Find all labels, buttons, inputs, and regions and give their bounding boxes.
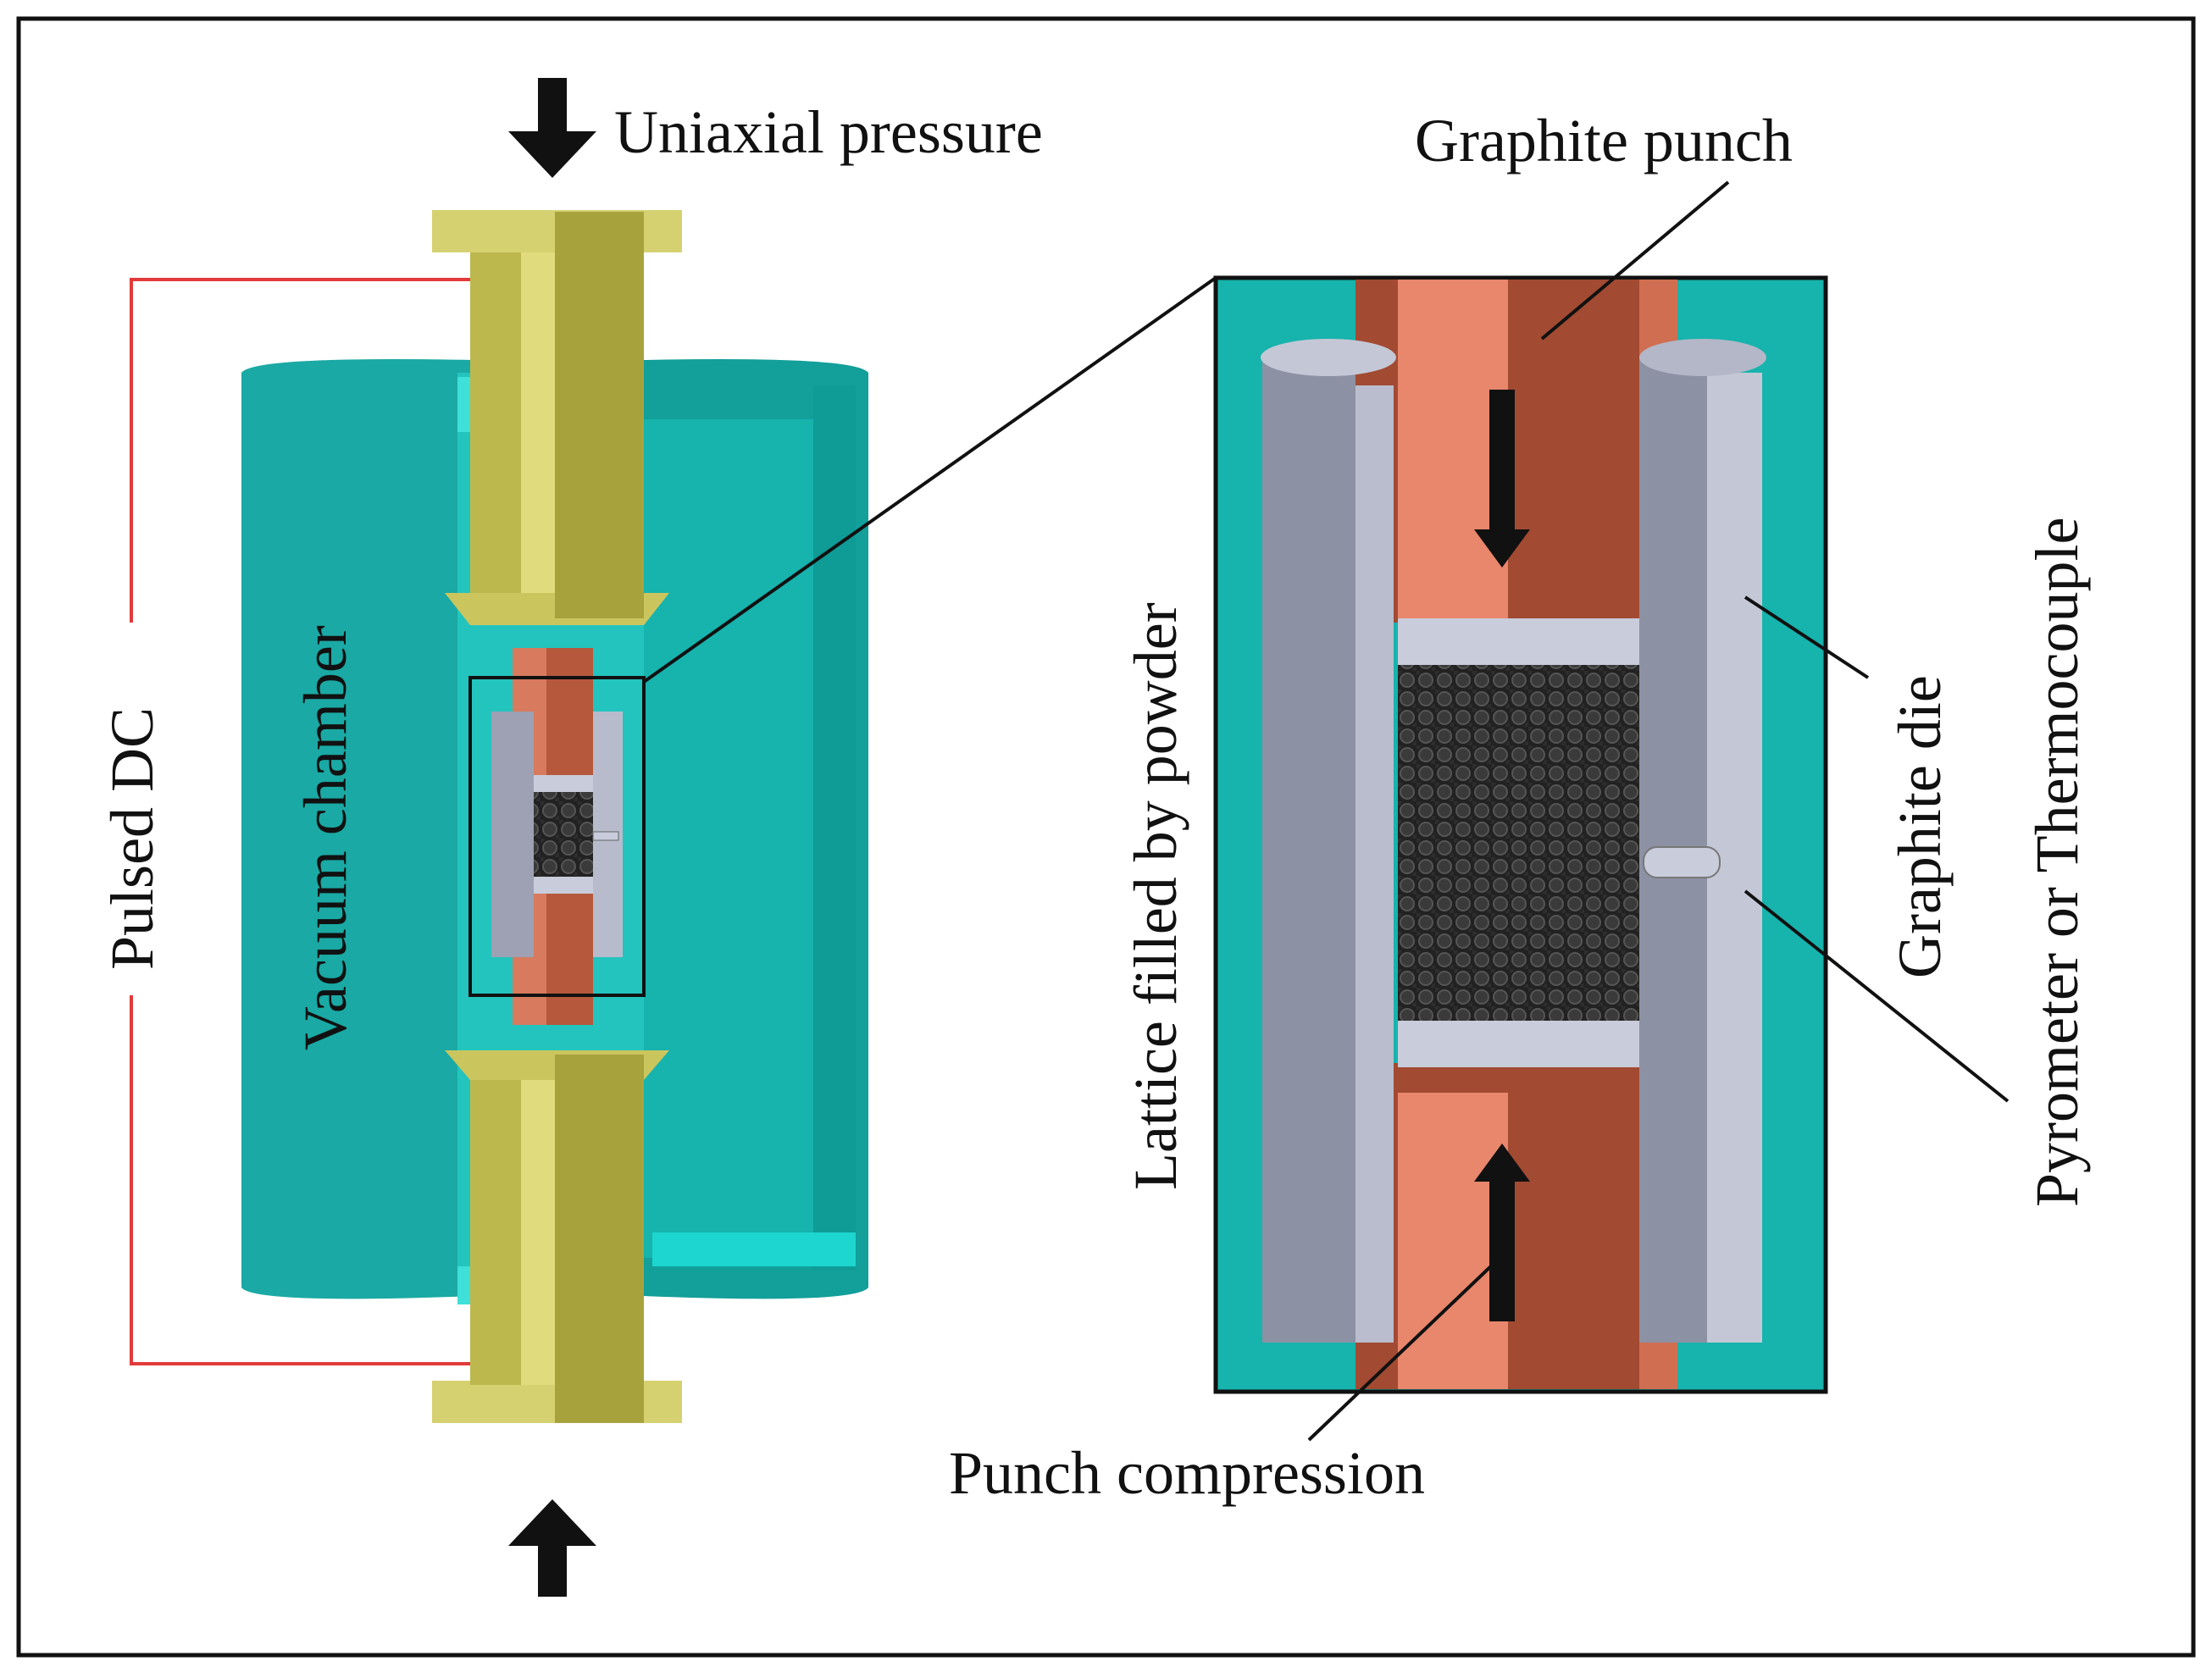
top-electrode	[432, 210, 682, 625]
graphite-punch-leader	[1540, 180, 1730, 341]
zoom-leader-line	[642, 276, 1217, 684]
small-die-assembly	[491, 648, 623, 1025]
zoomed-cross-section	[1213, 275, 1828, 1394]
graphite-die-label: Graphite die	[1886, 675, 1954, 978]
down-arrow-icon	[508, 78, 596, 178]
vacuum-chamber-label: Vacuum chamber	[291, 625, 359, 1050]
pyrometer-or-thermocouple-label: Pyrometer or Thermocouple	[2023, 518, 2091, 1207]
pulsed-dc-circuit	[130, 278, 474, 1365]
lattice-filled-by-powder-label: Lattice filled by powder	[1122, 602, 1189, 1190]
punch-compression-leader	[1307, 1260, 1497, 1442]
pulsed-dc-label: Pulsed DC	[98, 707, 166, 970]
punch-up-arrow-icon	[1474, 1144, 1530, 1321]
graphite-punch-label: Graphite punch	[1415, 107, 1793, 174]
bottom-electrode	[432, 1050, 682, 1423]
uniaxial-pressure-label: Uniaxial pressure	[614, 98, 1043, 166]
zoom-box	[468, 676, 646, 997]
graphite-die-leader	[1744, 595, 1870, 679]
up-arrow-icon	[508, 1499, 596, 1597]
punch-compression-label: Punch compression	[949, 1439, 1425, 1507]
punch-down-arrow-icon	[1474, 390, 1530, 568]
pyrometer-leader	[1744, 889, 2010, 1103]
